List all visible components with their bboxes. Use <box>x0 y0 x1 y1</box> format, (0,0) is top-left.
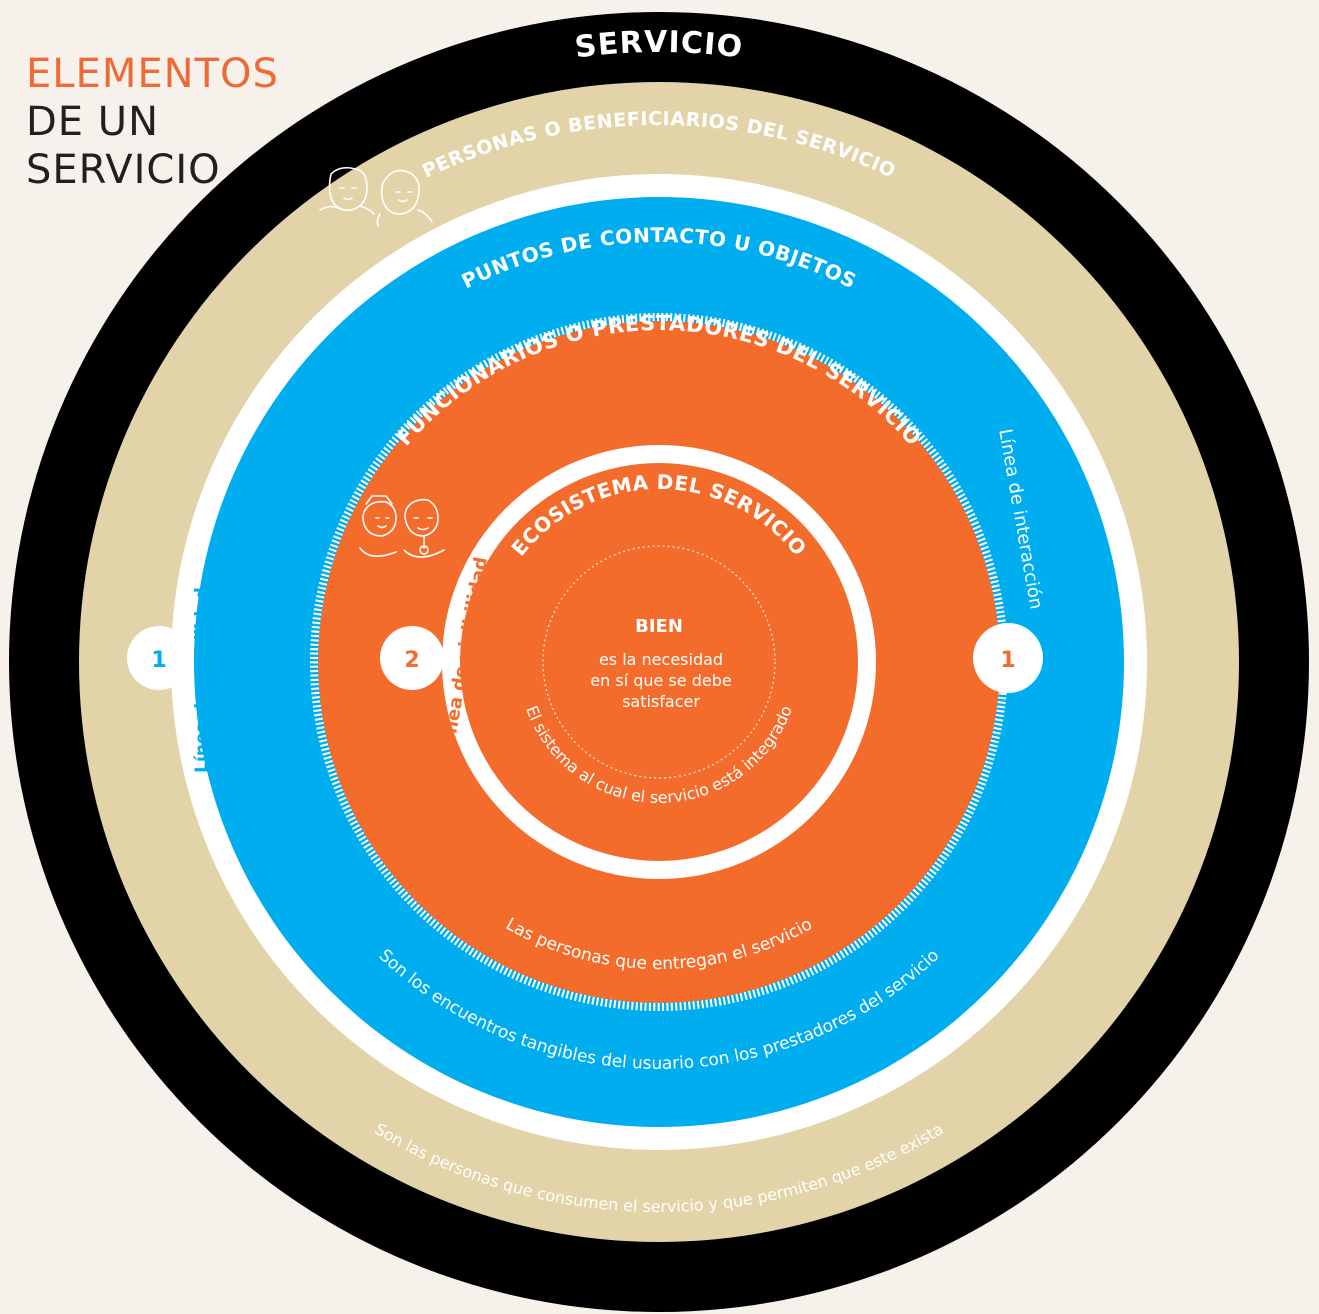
servicio-label: SERVICIO <box>573 25 745 66</box>
providers-icon <box>359 495 445 558</box>
badge-left-text: 1 <box>151 648 166 673</box>
badge-inner: 2 <box>380 626 444 690</box>
ecosistema-ring <box>460 463 858 861</box>
beneficiaries-icon <box>319 166 433 227</box>
title-line-1: ELEMENTOS <box>26 51 279 97</box>
badge-right-text: 1 <box>1000 648 1015 673</box>
badge-inner-text: 2 <box>404 648 419 673</box>
servicio-label-path: SERVICIO <box>573 25 744 66</box>
title-line-3: SERVICIO <box>26 147 221 193</box>
bien-line-1: es la necesidad <box>599 650 723 669</box>
visibility-line-outer: Línea de visibilidad <box>192 587 212 773</box>
bien-dotted-circle <box>542 545 776 779</box>
badge-left-circle <box>127 626 191 690</box>
badge-left: 1 <box>127 626 191 690</box>
bien-line-3: satisfacer <box>622 692 700 711</box>
badge-right-circle <box>973 623 1043 693</box>
badge-inner-circle <box>380 626 444 690</box>
title-line-2: DE UN <box>26 99 159 145</box>
bien-title: BIEN <box>635 616 683 637</box>
bien-line-2: en sí que se debe <box>590 671 731 690</box>
badge-right: 1 <box>973 623 1043 693</box>
page-title: ELEMENTOS DE UN SERVICIO <box>26 50 279 194</box>
